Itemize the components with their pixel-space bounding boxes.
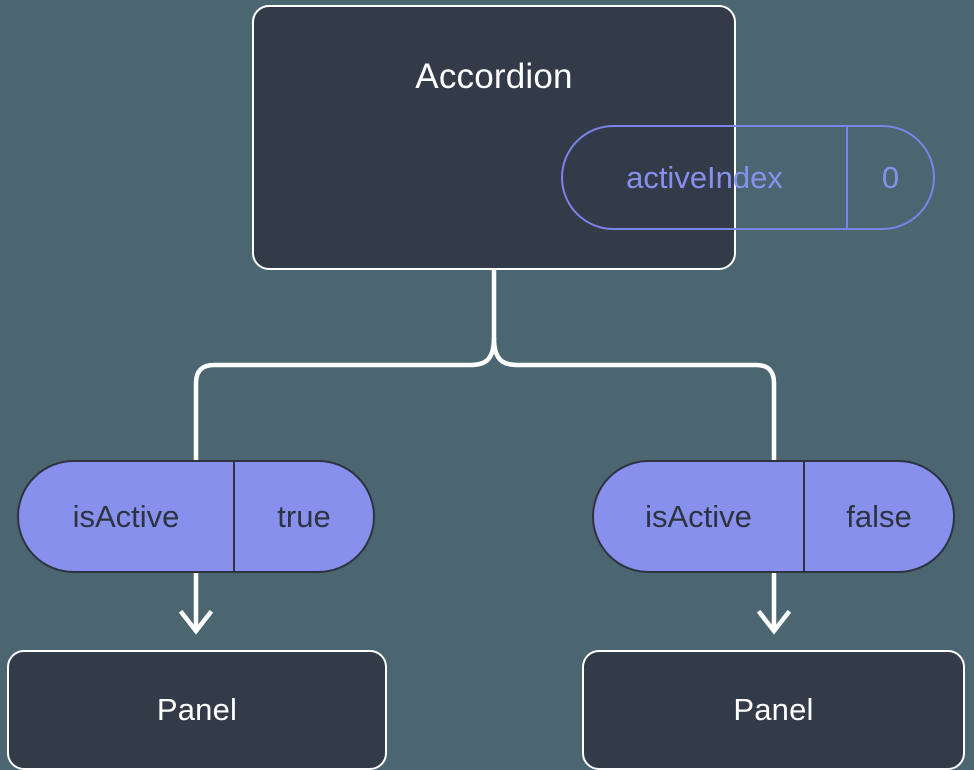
node-panel-right[interactable]: Panel	[582, 650, 965, 770]
prop-pill-isactive-false-key: isActive	[645, 498, 752, 534]
node-accordion[interactable]: Accordion activeIndex 0	[252, 5, 935, 270]
connector-fork-right	[491, 337, 777, 384]
node-panel-left-title: Panel	[156, 692, 238, 727]
prop-pill-isactive-true-value: true	[233, 462, 373, 571]
connector-fork-left	[193, 337, 497, 384]
arrow-head-right	[756, 609, 792, 635]
prop-pill-activeindex-key: activeIndex	[626, 159, 783, 195]
node-panel-left[interactable]: Panel	[7, 650, 387, 770]
prop-pill-isactive-true[interactable]: isActive true	[17, 460, 375, 573]
prop-pill-activeindex[interactable]: activeIndex 0	[561, 125, 935, 230]
prop-pill-isactive-true-key: isActive	[72, 498, 180, 534]
prop-pill-isactive-false-value: false	[803, 462, 953, 571]
prop-pill-isactive-false[interactable]: isActive false	[592, 460, 955, 573]
prop-pill-activeindex-value: 0	[846, 127, 933, 228]
node-accordion-title: Accordion	[415, 57, 573, 96]
node-panel-right-title: Panel	[733, 692, 814, 727]
arrow-head-left	[178, 609, 214, 635]
